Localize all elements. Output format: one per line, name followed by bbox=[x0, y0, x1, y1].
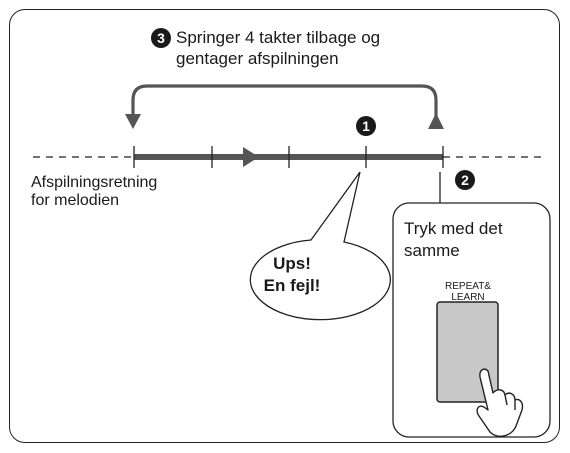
playback-direction-label: Afspilningsretning for melodien bbox=[31, 174, 157, 210]
press-line-1: Tryk med det bbox=[404, 219, 503, 238]
jump-caption-line-1: Springer 4 takter tilbage og bbox=[176, 28, 381, 47]
repeat-learn-label: REPEAT& LEARN bbox=[437, 281, 499, 303]
jump-back-caption: Springer 4 takter tilbage og gentager af… bbox=[176, 27, 380, 69]
step-2-marker: 2 bbox=[455, 170, 475, 190]
pointing-hand-icon bbox=[476, 368, 524, 437]
key-label-line-1: REPEAT& bbox=[445, 281, 491, 292]
error-line-1: Ups! bbox=[273, 254, 311, 273]
down-arrow-icon bbox=[125, 114, 141, 129]
loop-back-bracket bbox=[131, 84, 438, 124]
key-label-line-2: LEARN bbox=[451, 292, 485, 303]
direction-line-2: for melodien bbox=[31, 192, 120, 209]
error-bubble-text: Ups! En fejl! bbox=[222, 253, 362, 297]
up-arrow-icon bbox=[428, 113, 444, 129]
press-line-2: samme bbox=[404, 241, 460, 260]
error-speech-bubble bbox=[249, 171, 391, 321]
direction-line-1: Afspilningsretning bbox=[31, 174, 158, 191]
press-now-text: Tryk med det samme bbox=[404, 218, 503, 262]
step-3-marker: 3 bbox=[151, 28, 171, 48]
step-1-marker: 1 bbox=[356, 116, 376, 136]
jump-caption-line-2: gentager afspilningen bbox=[176, 49, 339, 68]
play-arrow-icon bbox=[243, 147, 259, 167]
error-line-2: En fejl! bbox=[263, 276, 321, 295]
